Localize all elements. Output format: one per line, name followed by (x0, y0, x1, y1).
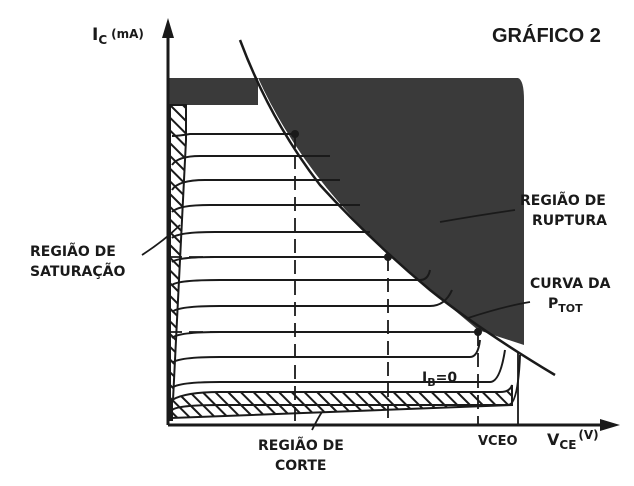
ib-curve-5 (171, 231, 370, 239)
ptot-safe-area (168, 78, 478, 345)
ptot-label-line1: CURVA DA (530, 276, 611, 292)
cutoff-region (171, 384, 513, 420)
ib-curve-8 (171, 289, 453, 313)
cutoff-label-line2: CORTE (275, 458, 326, 474)
operating-point-3 (474, 328, 482, 336)
leader-lines (141, 209, 531, 431)
y-axis-arrow (162, 18, 174, 38)
operating-point-2 (384, 253, 392, 261)
dashed-guides (168, 134, 479, 425)
saturation-label-line2: SATURAÇÃO (30, 263, 125, 280)
ib-curve-10 (171, 339, 481, 364)
cutoff-leader (311, 411, 323, 431)
rupture-leader (439, 209, 516, 223)
vceo-label: VCEO (478, 434, 518, 449)
cutoff-label-line1: REGIÃO DE (258, 437, 344, 454)
operating-point-1 (291, 130, 299, 138)
saturation-leader (141, 224, 181, 256)
rupture-label-line1: REGIÃO DE (520, 192, 606, 209)
ib-curve-4 (171, 204, 360, 213)
x-axis-label: VCE(V) (547, 428, 599, 452)
ib-curve-11 (171, 349, 506, 389)
ib-curve-7 (171, 269, 431, 286)
page-title: GRÁFICO 2 (492, 24, 601, 47)
ptot-label-line2: PTOT (548, 296, 583, 315)
y-axis-label: IC(mA) (92, 25, 144, 47)
saturation-label-line1: REGIÃO DE (30, 243, 116, 260)
ib-curve-3 (171, 179, 340, 191)
ptot-leader (467, 301, 531, 319)
x-axis-arrow (600, 419, 620, 431)
ib-curve-1 (171, 133, 295, 137)
ptot-curve (238, 39, 556, 377)
rupture-label-line2: RUPTURA (532, 213, 607, 229)
top-dark-band (168, 78, 258, 105)
ib-zero-label: IB=0 (422, 370, 457, 389)
ib-curve-2 (171, 155, 330, 166)
